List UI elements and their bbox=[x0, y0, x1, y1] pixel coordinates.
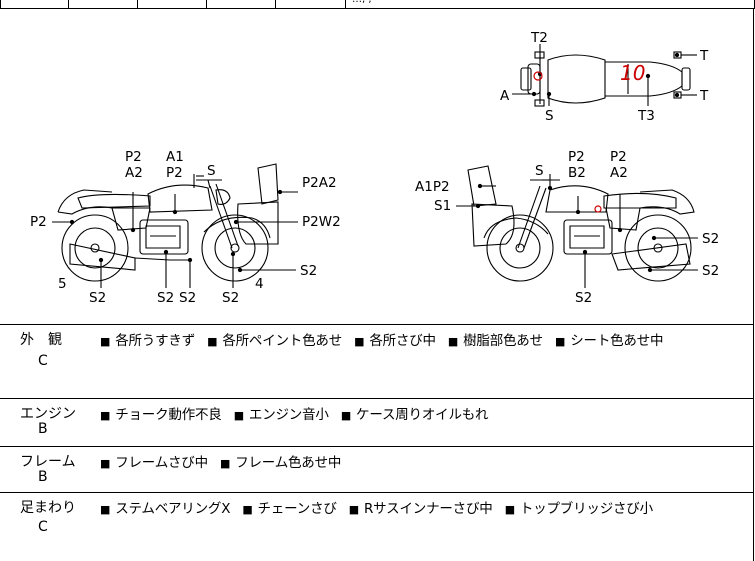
label: S2 bbox=[300, 263, 317, 279]
inspection-rows: 外 観 C ■ 各所うすきず ■ 各所ペイント色あせ ■ 各所さび中 ■ 樹脂部色あせ … bbox=[0, 324, 754, 561]
header-cell bbox=[206, 0, 276, 8]
label: A bbox=[500, 88, 510, 104]
label: T2 bbox=[530, 30, 548, 46]
bullet-icon: ■ bbox=[100, 503, 111, 516]
row-exterior: 外 観 C ■ 各所うすきず ■ 各所ペイント色あせ ■ 各所さび中 ■ 樹脂部色あせ … bbox=[0, 325, 753, 399]
item-text: ステムベアリングX bbox=[115, 501, 231, 517]
label: A2 bbox=[610, 165, 628, 181]
header-cell bbox=[137, 0, 207, 8]
row-category: 足まわり bbox=[20, 500, 76, 516]
item-text: フレーム色あせ中 bbox=[235, 455, 342, 471]
bullet-icon: ■ bbox=[340, 409, 352, 422]
item-text: ケース周りオイルもれ bbox=[356, 407, 489, 423]
label: P2 bbox=[166, 165, 183, 181]
header-cell bbox=[275, 0, 346, 8]
label: S2 bbox=[702, 231, 719, 247]
label: 5 bbox=[58, 276, 67, 292]
handwritten-annotation: 10 bbox=[620, 61, 645, 85]
item-text: チェーンさび bbox=[257, 501, 337, 517]
label: 4 bbox=[255, 276, 264, 292]
row-grade: C bbox=[38, 519, 48, 535]
bullet-icon: ■ bbox=[220, 457, 231, 470]
item-text: チョーク動作不良 bbox=[115, 407, 222, 423]
item-text: 各所さび中 bbox=[369, 333, 436, 349]
item-text: 各所うすきず bbox=[115, 333, 196, 349]
label: S bbox=[535, 163, 544, 179]
top-view-motorcycle bbox=[520, 51, 691, 107]
right-view-motorcycle bbox=[467, 165, 695, 282]
bullet-icon: ■ bbox=[100, 457, 111, 470]
item-text: フレームさび中 bbox=[115, 455, 208, 471]
label: P2W2 bbox=[302, 214, 341, 230]
header-cell bbox=[0, 0, 69, 8]
item-text: トップブリッジさび小 bbox=[519, 501, 653, 517]
header-cell bbox=[345, 0, 755, 8]
bullet-icon: ■ bbox=[555, 335, 566, 348]
label: S2 bbox=[179, 290, 196, 306]
row-suspension: 足まわり C ■ ステムベアリングX ■ チェーンさび ■ Rサスインナーさび中 ■ ト… bbox=[0, 493, 753, 561]
row-grade: B bbox=[38, 469, 48, 485]
label: S bbox=[207, 163, 216, 179]
row-items: ■ フレームさび中 ■ フレーム色あせ中 bbox=[100, 451, 349, 471]
bullet-icon: ■ bbox=[233, 409, 244, 422]
label: S2 bbox=[702, 263, 719, 279]
row-frame: フレーム B ■ フレームさび中 ■ フレーム色あせ中 bbox=[0, 447, 753, 493]
label: P2 bbox=[610, 149, 627, 165]
row-category: フレーム bbox=[20, 454, 76, 470]
bullet-icon: ■ bbox=[207, 335, 218, 348]
label: T3 bbox=[637, 108, 655, 124]
row-grade: C bbox=[38, 353, 48, 369]
bullet-icon: ■ bbox=[354, 335, 365, 348]
label: S2 bbox=[575, 290, 592, 306]
bullet-icon: ■ bbox=[348, 503, 359, 516]
left-view-labels: P2 A2 A1 P2 S P2A2 P2 P2W2 S2 5 S2 S2 S2… bbox=[30, 149, 341, 306]
label: S2 bbox=[222, 290, 239, 306]
row-engine: エンジン B ■ チョーク動作不良 ■ エンジン音小 ■ ケース周りオイルもれ bbox=[0, 399, 753, 447]
bullet-icon: ■ bbox=[242, 503, 253, 516]
label: B2 bbox=[568, 165, 586, 181]
motorcycle-diagram-svg: 10 T2 A S T T T3 P2 A2 A1 P2 S P2A2 P2 P… bbox=[30, 30, 719, 306]
label: S2 bbox=[157, 290, 174, 306]
row-items: ■ ステムベアリングX ■ チェーンさび ■ Rサスインナーさび中 ■ トップブリッジさ… bbox=[100, 497, 661, 517]
item-text: 各所ペイント色あせ bbox=[222, 333, 343, 349]
red-marks bbox=[533, 71, 602, 213]
label: A1P2 bbox=[415, 179, 450, 195]
label: T bbox=[699, 88, 709, 104]
label: P2A2 bbox=[302, 175, 337, 191]
label: A2 bbox=[125, 165, 143, 181]
label: T bbox=[699, 48, 709, 64]
row-items: ■ 各所うすきず ■ 各所ペイント色あせ ■ 各所さび中 ■ 樹脂部色あせ ■ シート色あ… bbox=[100, 329, 671, 349]
row-category: 外 観 bbox=[20, 332, 62, 348]
label: P2 bbox=[30, 214, 47, 230]
damage-diagram: 10 T2 A S T T T3 P2 A2 A1 P2 S P2A2 P2 P… bbox=[0, 8, 754, 324]
top-view-labels: T2 A S T T T3 bbox=[500, 30, 709, 124]
bullet-icon: ■ bbox=[447, 335, 459, 348]
row-items: ■ チョーク動作不良 ■ エンジン音小 ■ ケース周りオイルもれ bbox=[100, 403, 496, 423]
label: S2 bbox=[89, 290, 106, 306]
label: S bbox=[545, 108, 554, 124]
item-text: シート色あせ中 bbox=[570, 333, 664, 349]
label: P2 bbox=[125, 149, 142, 165]
row-category: エンジン bbox=[20, 406, 76, 422]
item-text: エンジン音小 bbox=[248, 407, 329, 423]
label: A1 bbox=[166, 149, 184, 165]
bullet-icon: ■ bbox=[100, 335, 111, 348]
label: P2 bbox=[568, 149, 585, 165]
item-text: Rサスインナーさび中 bbox=[363, 501, 493, 517]
header-cell bbox=[68, 0, 138, 8]
bullet-icon: ■ bbox=[504, 503, 515, 516]
right-view-labels: A1P2 S1 S P2 B2 P2 A2 S2 S2 S2 bbox=[415, 149, 719, 306]
label: S1 bbox=[434, 198, 451, 214]
bullet-icon: ■ bbox=[100, 409, 111, 422]
header-cell-text: …, , bbox=[352, 0, 372, 5]
left-view-motorcycle bbox=[57, 163, 279, 282]
row-grade: B bbox=[38, 421, 48, 437]
item-text: 樹脂部色あせ bbox=[463, 333, 543, 349]
